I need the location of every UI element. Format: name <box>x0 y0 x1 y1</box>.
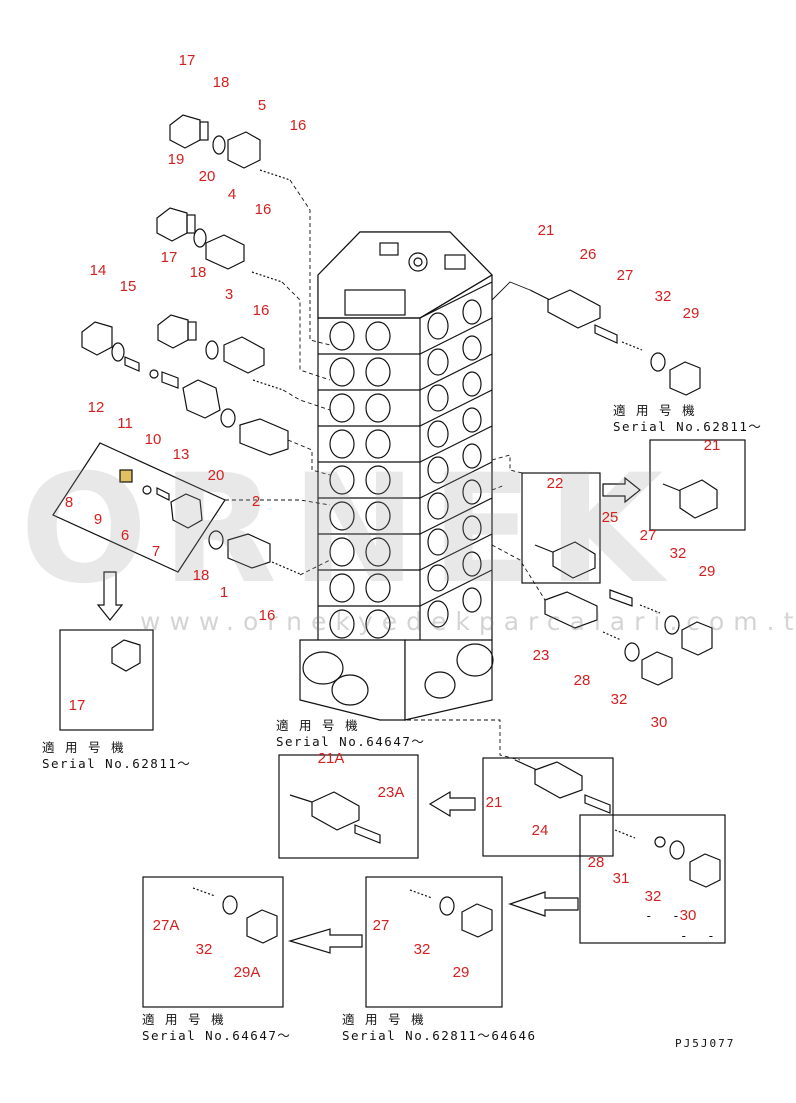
callout-11: 11 <box>117 415 133 432</box>
serial-number-range: Serial No.62811～ <box>42 756 192 771</box>
callout-32: 32 <box>669 545 687 562</box>
callout-2: 2 <box>251 493 261 510</box>
callout-17: 17 <box>160 249 178 266</box>
valve-body <box>299 231 494 721</box>
callout-29A: 29A <box>233 964 261 981</box>
callout-32: 32 <box>413 941 431 958</box>
applicable-model-heading: 適 用 号 機 <box>613 403 697 418</box>
callout-6: 6 <box>120 527 130 544</box>
callout-15: 15 <box>119 278 137 295</box>
drawing-reference: PJ5J077 <box>675 1037 736 1050</box>
callout-22: 22 <box>546 475 564 492</box>
serial-number-range: Serial No.64647～ <box>276 734 426 749</box>
callout-21A: 21A <box>317 750 345 767</box>
callout-27: 27 <box>616 267 634 284</box>
callout-3: 3 <box>224 286 234 303</box>
callout-5: 5 <box>257 97 267 114</box>
callout-7: 7 <box>151 543 161 560</box>
right-parts <box>142 281 746 1008</box>
callout-16: 16 <box>289 117 307 134</box>
callout-17: 17 <box>178 52 196 69</box>
callout-14: 14 <box>89 262 107 279</box>
callout-18: 18 <box>192 567 210 584</box>
callout-31: 31 <box>612 870 630 887</box>
callout-21: 21 <box>703 437 721 454</box>
callout-32: 32 <box>654 288 672 305</box>
dash-mark: - - <box>680 928 717 943</box>
callout-28: 28 <box>573 672 591 689</box>
callout-10: 10 <box>144 431 162 448</box>
callout-27: 27 <box>639 527 657 544</box>
applicable-model-heading: 適 用 号 機 <box>276 718 360 733</box>
callout-18: 18 <box>189 264 207 281</box>
callout-17: 17 <box>68 697 86 714</box>
dash-mark: - - <box>645 908 682 923</box>
callout-29: 29 <box>682 305 700 322</box>
serial-number-range: Serial No.62811～ <box>613 419 763 434</box>
callout-9: 9 <box>93 511 103 528</box>
callout-28: 28 <box>587 854 605 871</box>
callout-26: 26 <box>579 246 597 263</box>
callout-32: 32 <box>644 888 662 905</box>
callout-30: 30 <box>679 907 697 924</box>
callout-32: 32 <box>610 691 628 708</box>
left-parts <box>52 114 331 731</box>
callout-16: 16 <box>254 201 272 218</box>
callout-32: 32 <box>195 941 213 958</box>
callout-4: 4 <box>227 186 237 203</box>
callout-21: 21 <box>485 794 503 811</box>
callout-25: 25 <box>601 509 619 526</box>
applicable-model-heading: 適 用 号 機 <box>42 740 126 755</box>
callout-29: 29 <box>698 563 716 580</box>
applicable-model-heading: 適 用 号 機 <box>342 1012 426 1027</box>
callout-1: 1 <box>219 584 229 601</box>
callout-27: 27 <box>372 917 390 934</box>
callout-18: 18 <box>212 74 230 91</box>
callout-13: 13 <box>172 446 190 463</box>
callout-19: 19 <box>167 151 185 168</box>
callout-29: 29 <box>452 964 470 981</box>
callout-16: 16 <box>258 607 276 624</box>
callout-20: 20 <box>198 168 216 185</box>
callout-23A: 23A <box>377 784 405 801</box>
callout-8: 8 <box>64 494 74 511</box>
applicable-model-heading: 適 用 号 機 <box>142 1012 226 1027</box>
callout-21: 21 <box>537 222 555 239</box>
callout-27A: 27A <box>152 917 180 934</box>
callout-16: 16 <box>252 302 270 319</box>
callout-23: 23 <box>532 647 550 664</box>
callout-30: 30 <box>650 714 668 731</box>
callout-12: 12 <box>87 399 105 416</box>
callout-20: 20 <box>207 467 225 484</box>
serial-number-range: Serial No.62811～64646 <box>342 1028 537 1043</box>
serial-number-range: Serial No.64647～ <box>142 1028 292 1043</box>
callout-24: 24 <box>531 822 549 839</box>
